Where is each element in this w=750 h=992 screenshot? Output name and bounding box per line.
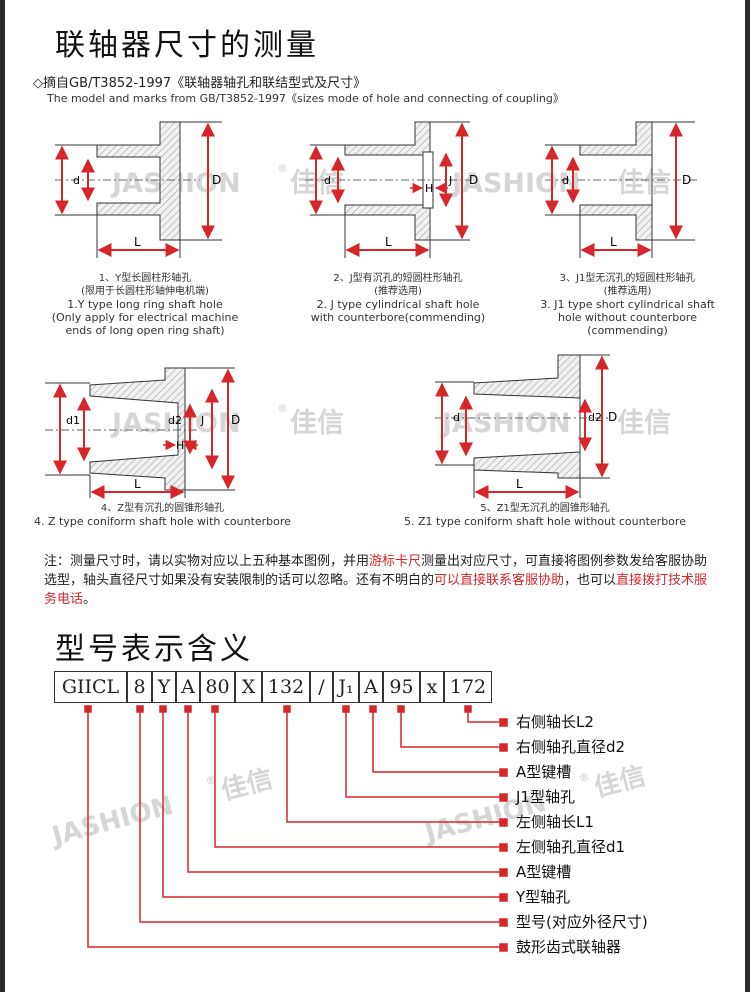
dim-D-label: D [231, 413, 240, 427]
watermark-text: JASHION [47, 791, 176, 853]
dim-D-label: D [212, 173, 221, 187]
watermark-cn: 佳信 [591, 761, 649, 803]
watermark-reg: ® [204, 773, 218, 788]
caption-z1-type: 5、Z1型无沉孔的圆锥形轴孔 5. Z1 type coniform shaft… [404, 503, 686, 528]
watermark-cn: 佳信 [617, 168, 671, 199]
code-box-x: X [235, 671, 262, 703]
dim-d2-label: d2 [588, 411, 602, 424]
legend-item: 左侧轴长L1 [516, 813, 594, 831]
dim-L-label: L [516, 477, 523, 491]
left-border [0, 0, 5, 992]
source-note-en: The model and marks from GB/T3852-1997《s… [47, 92, 564, 105]
dim-L-label: L [610, 235, 617, 249]
dim-J-label: J [200, 414, 204, 427]
diagram-j-type [305, 121, 470, 258]
caption-y-type: 1、Y型长圆柱形轴孔 (限用于长圆柱形轴伸电机端) 1.Y type long … [51, 273, 239, 337]
legend-item: 左侧轴孔直径d1 [516, 838, 626, 856]
measurement-note: 注：测量尺寸时，请以实物对应以上五种基本图例，并用游标卡尺测量出对应尺寸，可直接… [44, 554, 708, 607]
dim-d2-label: d2 [168, 414, 182, 427]
code-box-a-right: A [359, 671, 383, 703]
dim-d-label: d [324, 174, 331, 187]
watermark-reg: ® [577, 770, 591, 785]
dim-H-label: H [176, 439, 184, 452]
code-box-a-left: A [176, 671, 200, 703]
dim-D-label: D [608, 410, 617, 424]
code-box-x2: x [420, 671, 444, 703]
legend-item: 鼓形齿式联轴器 [516, 938, 622, 956]
source-note-cn: ◇摘自GB/T3852-1997《联轴器轴孔和联结型式及尺寸》 [33, 76, 367, 91]
legend-item: J1型轴孔 [516, 788, 575, 806]
legend-item: A型键槽 [516, 863, 572, 881]
watermark-reg: ® [277, 162, 288, 175]
legend-item: 右侧轴长L2 [516, 713, 594, 731]
code-box-l1: 132 [262, 671, 310, 703]
diagram-z-type [45, 367, 235, 499]
caption-j-type: 2、J型有沉孔的短圆柱形轴孔 (推荐选用) 2. J type cylindri… [310, 273, 486, 324]
dim-d-label: d [73, 174, 80, 187]
code-box-d1: 80 [200, 671, 235, 703]
diagram-j1-type [545, 121, 700, 258]
code-box-size: 8 [127, 671, 152, 703]
code-box-j1: J₁ [333, 671, 359, 703]
code-box-l2: 172 [444, 671, 492, 703]
code-box-y: Y [152, 671, 176, 703]
caption-z-type: 4、Z型有沉孔的圆锥形轴孔 4. Z type coniform shaft h… [34, 503, 291, 528]
dim-J-label: J [448, 174, 452, 187]
code-box-slash: / [310, 671, 333, 703]
dim-D-label: D [682, 173, 691, 187]
legend-item: Y型轴孔 [516, 888, 571, 906]
model-code-leaders [84, 705, 508, 952]
dim-D-label: D [469, 173, 478, 187]
model-meaning-title: 型号表示含义 [55, 632, 253, 667]
watermark-reg: ® [277, 402, 288, 415]
watermark-cn: 佳信 [290, 408, 344, 439]
legend-item: 右侧轴孔直径d2 [516, 738, 626, 756]
watermark-cn: 佳信 [218, 764, 276, 806]
watermark-cn: 佳信 [617, 408, 671, 439]
dim-L-label: L [385, 235, 392, 249]
dim-H-label: H [425, 182, 433, 195]
measurement-title: 联轴器尺寸的测量 [55, 28, 319, 63]
diagram-z1-type [435, 354, 610, 499]
diagram-y-type [55, 121, 222, 258]
code-box-d2: 95 [383, 671, 420, 703]
legend-item: A型键槽 [516, 763, 572, 781]
dim-L-label: L [134, 235, 141, 249]
caption-j1-type: 3、J1型无沉孔的短圆柱形轴孔 (推荐选用) 3. J1 type short … [540, 273, 715, 337]
dim-L-label: L [134, 477, 141, 491]
dim-d-label: d [562, 174, 569, 187]
dim-d1-label: d1 [66, 414, 80, 427]
right-border [745, 0, 750, 992]
dim-d-label: d [453, 411, 460, 424]
legend-item: 型号(对应外径尺寸) [516, 913, 648, 931]
code-box-giicl: GIICL [54, 671, 127, 703]
